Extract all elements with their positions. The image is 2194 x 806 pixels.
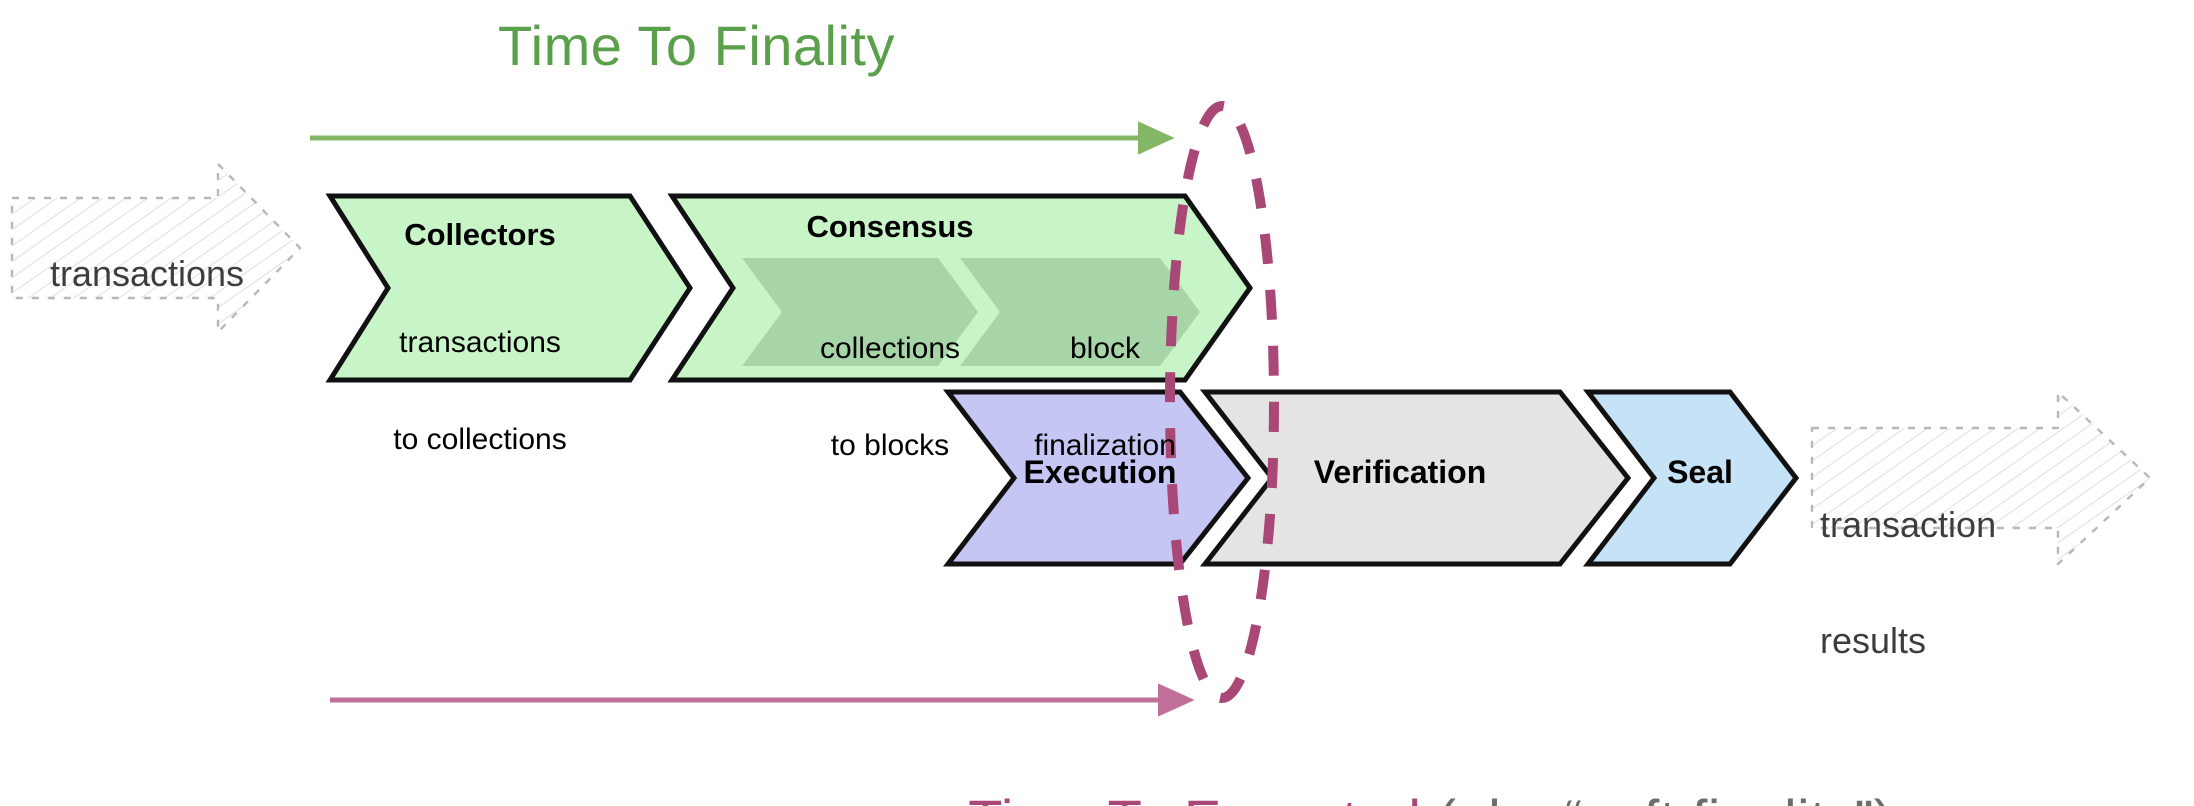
output-ghost-label-line2: results xyxy=(1820,620,1927,662)
substage-label-block-finalization-line1: block xyxy=(1069,331,1141,365)
output-ghost-label-line1: transaction xyxy=(1820,503,1997,545)
stage-sublabel-collectors-line2: to collections xyxy=(393,422,567,456)
ghost-output-arrow xyxy=(1810,390,2152,566)
title-time-to-finality: Time To Finality xyxy=(498,14,895,77)
stage-sublabel-collectors: transactions to collections xyxy=(310,262,650,521)
ghost-input-arrow xyxy=(10,162,302,334)
substage-label-collections-to-blocks: collections to blocks xyxy=(740,268,1040,527)
substage-collections-to-blocks xyxy=(742,258,978,366)
stage-sublabel-collectors-line1: transactions xyxy=(399,325,561,359)
chevron-collectors xyxy=(325,193,693,383)
stage-label-execution: Execution xyxy=(1023,454,1177,490)
chevron-seal xyxy=(1582,389,1800,567)
substage-label-collections-to-blocks-line1: collections xyxy=(819,331,961,365)
input-ghost-label: transactions xyxy=(49,253,245,294)
title-time-to-executed-sub: (aka “soft finality”) xyxy=(1421,788,1893,806)
substage-label-block-finalization: block finalization xyxy=(955,268,1255,527)
substage-label-collections-to-blocks-line2: to blocks xyxy=(830,428,950,462)
dashed-ellipse-marker xyxy=(1165,101,1279,703)
stage-label-verification: Verification xyxy=(1313,454,1487,490)
chevron-consensus xyxy=(667,193,1254,383)
substage-label-block-finalization-line2: finalization xyxy=(1034,428,1176,462)
substage-block-finalization xyxy=(960,258,1200,366)
title-time-to-executed: Time To Executed (aka “soft finality”) xyxy=(905,730,1893,806)
stage-label-consensus: Consensus xyxy=(806,209,974,244)
title-time-to-executed-main: Time To Executed xyxy=(968,788,1421,806)
stage-label-collectors: Collectors xyxy=(404,217,556,252)
output-ghost-label: transaction results xyxy=(1820,428,2070,739)
stage-label-seal: Seal xyxy=(1667,454,1733,490)
